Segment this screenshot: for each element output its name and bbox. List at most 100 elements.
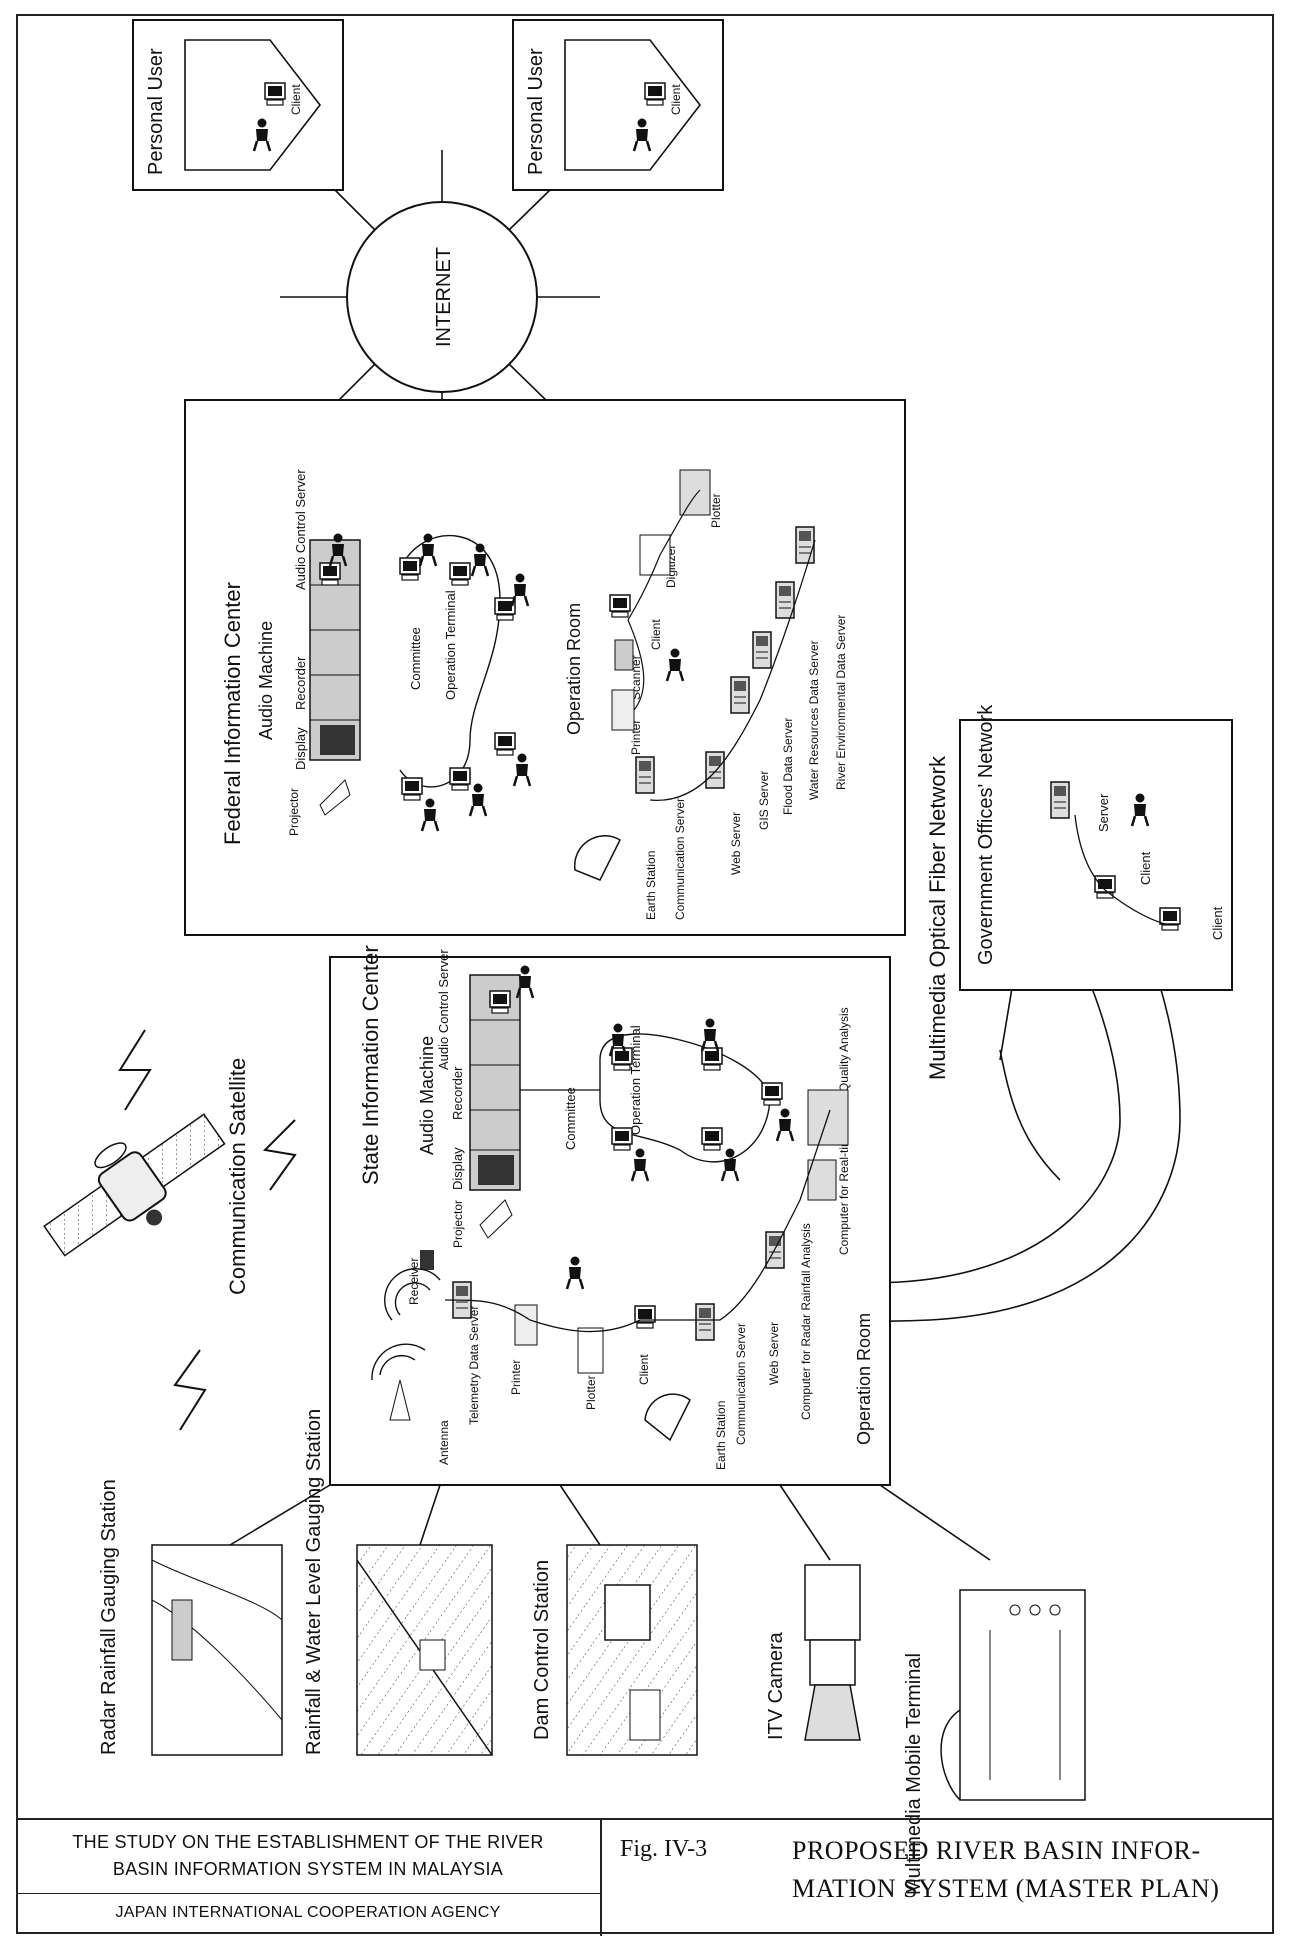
state-operation-terminal: Operation Terminal	[628, 1025, 643, 1135]
federal-committee: Committee	[408, 627, 423, 690]
federal-display: Display	[293, 727, 308, 770]
web-server-icon	[705, 751, 725, 789]
terminal-icon	[494, 732, 516, 756]
link-radar	[229, 1484, 331, 1546]
person-outline-icon	[940, 1709, 961, 1801]
client-computer-icon	[264, 82, 286, 106]
terminal-icon	[761, 1082, 783, 1106]
federal-gis-server: GIS Server	[757, 771, 771, 830]
digitizer-icon	[639, 534, 671, 576]
link-itv	[779, 1484, 831, 1561]
federal-communication-server: Communication Server	[673, 798, 687, 920]
study-title-cell: THE STUDY ON THE ESTABLISHMENT OF THE RI…	[16, 1820, 602, 1894]
agency-cell: JAPAN INTERNATIONAL COOPERATION AGENCY	[16, 1894, 602, 1936]
satellite-icon	[43, 1113, 226, 1257]
link-rainfall	[419, 1484, 441, 1546]
terminal-icon	[611, 1127, 633, 1151]
earth-station-dish-icon	[644, 1393, 691, 1442]
personal-user-client: Client	[669, 84, 683, 115]
plotter-icon	[577, 1327, 604, 1374]
federal-title: Federal Information Center	[220, 582, 245, 845]
state-plotter: Plotter	[584, 1375, 598, 1410]
gis-server-icon	[730, 676, 750, 714]
federal-web-server: Web Server	[729, 812, 743, 875]
personal-user-left: Personal User Client	[132, 19, 344, 191]
gov-title-line: Government Offices' Network	[975, 704, 997, 965]
state-audio-control-server: Audio Control Server	[436, 949, 451, 1070]
audio-control-pc-icon	[489, 990, 511, 1014]
signal-bolt-icon	[173, 1349, 207, 1431]
federal-recorder: Recorder	[293, 656, 308, 710]
projector-icon	[479, 1199, 513, 1239]
control-box-icon	[604, 1584, 651, 1641]
terminal-icon	[701, 1047, 723, 1071]
federal-client: Client	[649, 619, 663, 650]
federal-river-env-server: River Environmental Data Server	[834, 615, 848, 790]
radar-rainfall-station: Radar Rainfall Gauging Station	[98, 1479, 283, 1756]
camera-icon	[804, 1564, 861, 1641]
rainfall-water-level-station: Rainfall & Water Level Gauging Station	[303, 1409, 493, 1756]
state-recorder: Recorder	[450, 1066, 465, 1120]
figure-title-line2: MATION SYSTEM (MASTER PLAN)	[792, 1874, 1220, 1903]
state-title: State Information Center	[358, 945, 383, 1185]
communication-server-icon	[635, 756, 655, 794]
figure-frame	[16, 14, 1274, 1934]
plotter-icon	[679, 469, 711, 516]
personal-user-right: Personal User Client	[512, 19, 724, 191]
radar-computer-icon	[807, 1159, 837, 1201]
signal-bolt-icon	[118, 1029, 152, 1111]
link-mobile	[879, 1484, 991, 1561]
federal-flood-server: Flood Data Server	[781, 718, 795, 815]
agency-name: JAPAN INTERNATIONAL COOPERATION AGENCY	[115, 1904, 501, 1921]
station-label: Dam Control Station	[531, 1560, 553, 1740]
client-computer-icon	[644, 82, 666, 106]
personal-user-title: Personal User	[145, 48, 167, 175]
federal-information-center: Federal Information Center Audio Machine…	[184, 399, 906, 936]
terminal-icon	[401, 777, 423, 801]
state-telemetry-server: Telemetry Data Server	[467, 1306, 481, 1425]
projector-icon	[319, 779, 351, 816]
gauge-box-icon	[419, 1639, 446, 1671]
state-operation-room: Operation Room	[854, 1313, 874, 1445]
gov-client-label: Client	[1138, 851, 1153, 885]
state-communication-server: Communication Server	[734, 1323, 748, 1445]
federal-operation-room: Operation Room	[564, 603, 584, 735]
state-earth-station: Earth Station	[714, 1401, 728, 1470]
dam-control-station: Dam Control Station	[531, 1544, 698, 1756]
federal-earth-station: Earth Station	[644, 851, 658, 920]
antenna-icon	[389, 1379, 411, 1421]
state-printer: Printer	[509, 1360, 523, 1395]
federal-audio-machine: Audio Machine	[256, 621, 276, 740]
footer-table: THE STUDY ON THE ESTABLISHMENT OF THE RI…	[16, 1818, 1274, 1936]
terminal-icon	[449, 562, 471, 586]
state-antenna: Antenna	[437, 1420, 451, 1465]
figure-title-line1: PROPOSED RIVER BASIN INFOR-	[792, 1836, 1201, 1865]
satellite-label: Communication Satellite	[225, 1058, 250, 1295]
federal-plotter: Plotter	[709, 493, 723, 528]
itv-camera-station: ITV Camera	[765, 1564, 861, 1741]
link-dam	[559, 1484, 601, 1546]
field-stations: Radar Rainfall Gauging Station Rainfall …	[98, 1409, 1086, 1895]
station-label: Rainfall & Water Level Gauging Station	[303, 1409, 325, 1755]
client-icon	[609, 594, 631, 618]
scanner-icon	[614, 639, 634, 671]
state-radar-computer: Computer for Radar Rainfall Analysis	[799, 1223, 813, 1420]
terminal-icon	[399, 557, 421, 581]
government-offices-network: Government Offices' Network Server Clien…	[959, 704, 1233, 991]
earth-station-dish-icon	[573, 835, 621, 881]
printer-icon	[514, 1304, 538, 1346]
printer-icon	[611, 689, 635, 731]
internet-hub: INTERNET	[280, 150, 600, 445]
communication-satellite: Communication Satellite	[43, 1029, 297, 1431]
personal-user-title: Personal User	[525, 48, 547, 175]
federal-projector: Projector	[287, 788, 301, 836]
station-label: Multimedia Mobile Terminal	[903, 1653, 925, 1895]
state-information-center: State Information Center Audio Machine A…	[329, 945, 891, 1486]
terminal-icon	[701, 1127, 723, 1151]
gov-fiber-link	[999, 1049, 1061, 1181]
terminal-icon	[611, 1047, 633, 1071]
client-icon	[634, 1305, 656, 1329]
station-label: ITV Camera	[765, 1631, 787, 1740]
figure-caption-cell: Fig. IV-3 PROPOSED RIVER BASIN INFOR- MA…	[602, 1820, 1274, 1936]
personal-user-client: Client	[289, 84, 303, 115]
